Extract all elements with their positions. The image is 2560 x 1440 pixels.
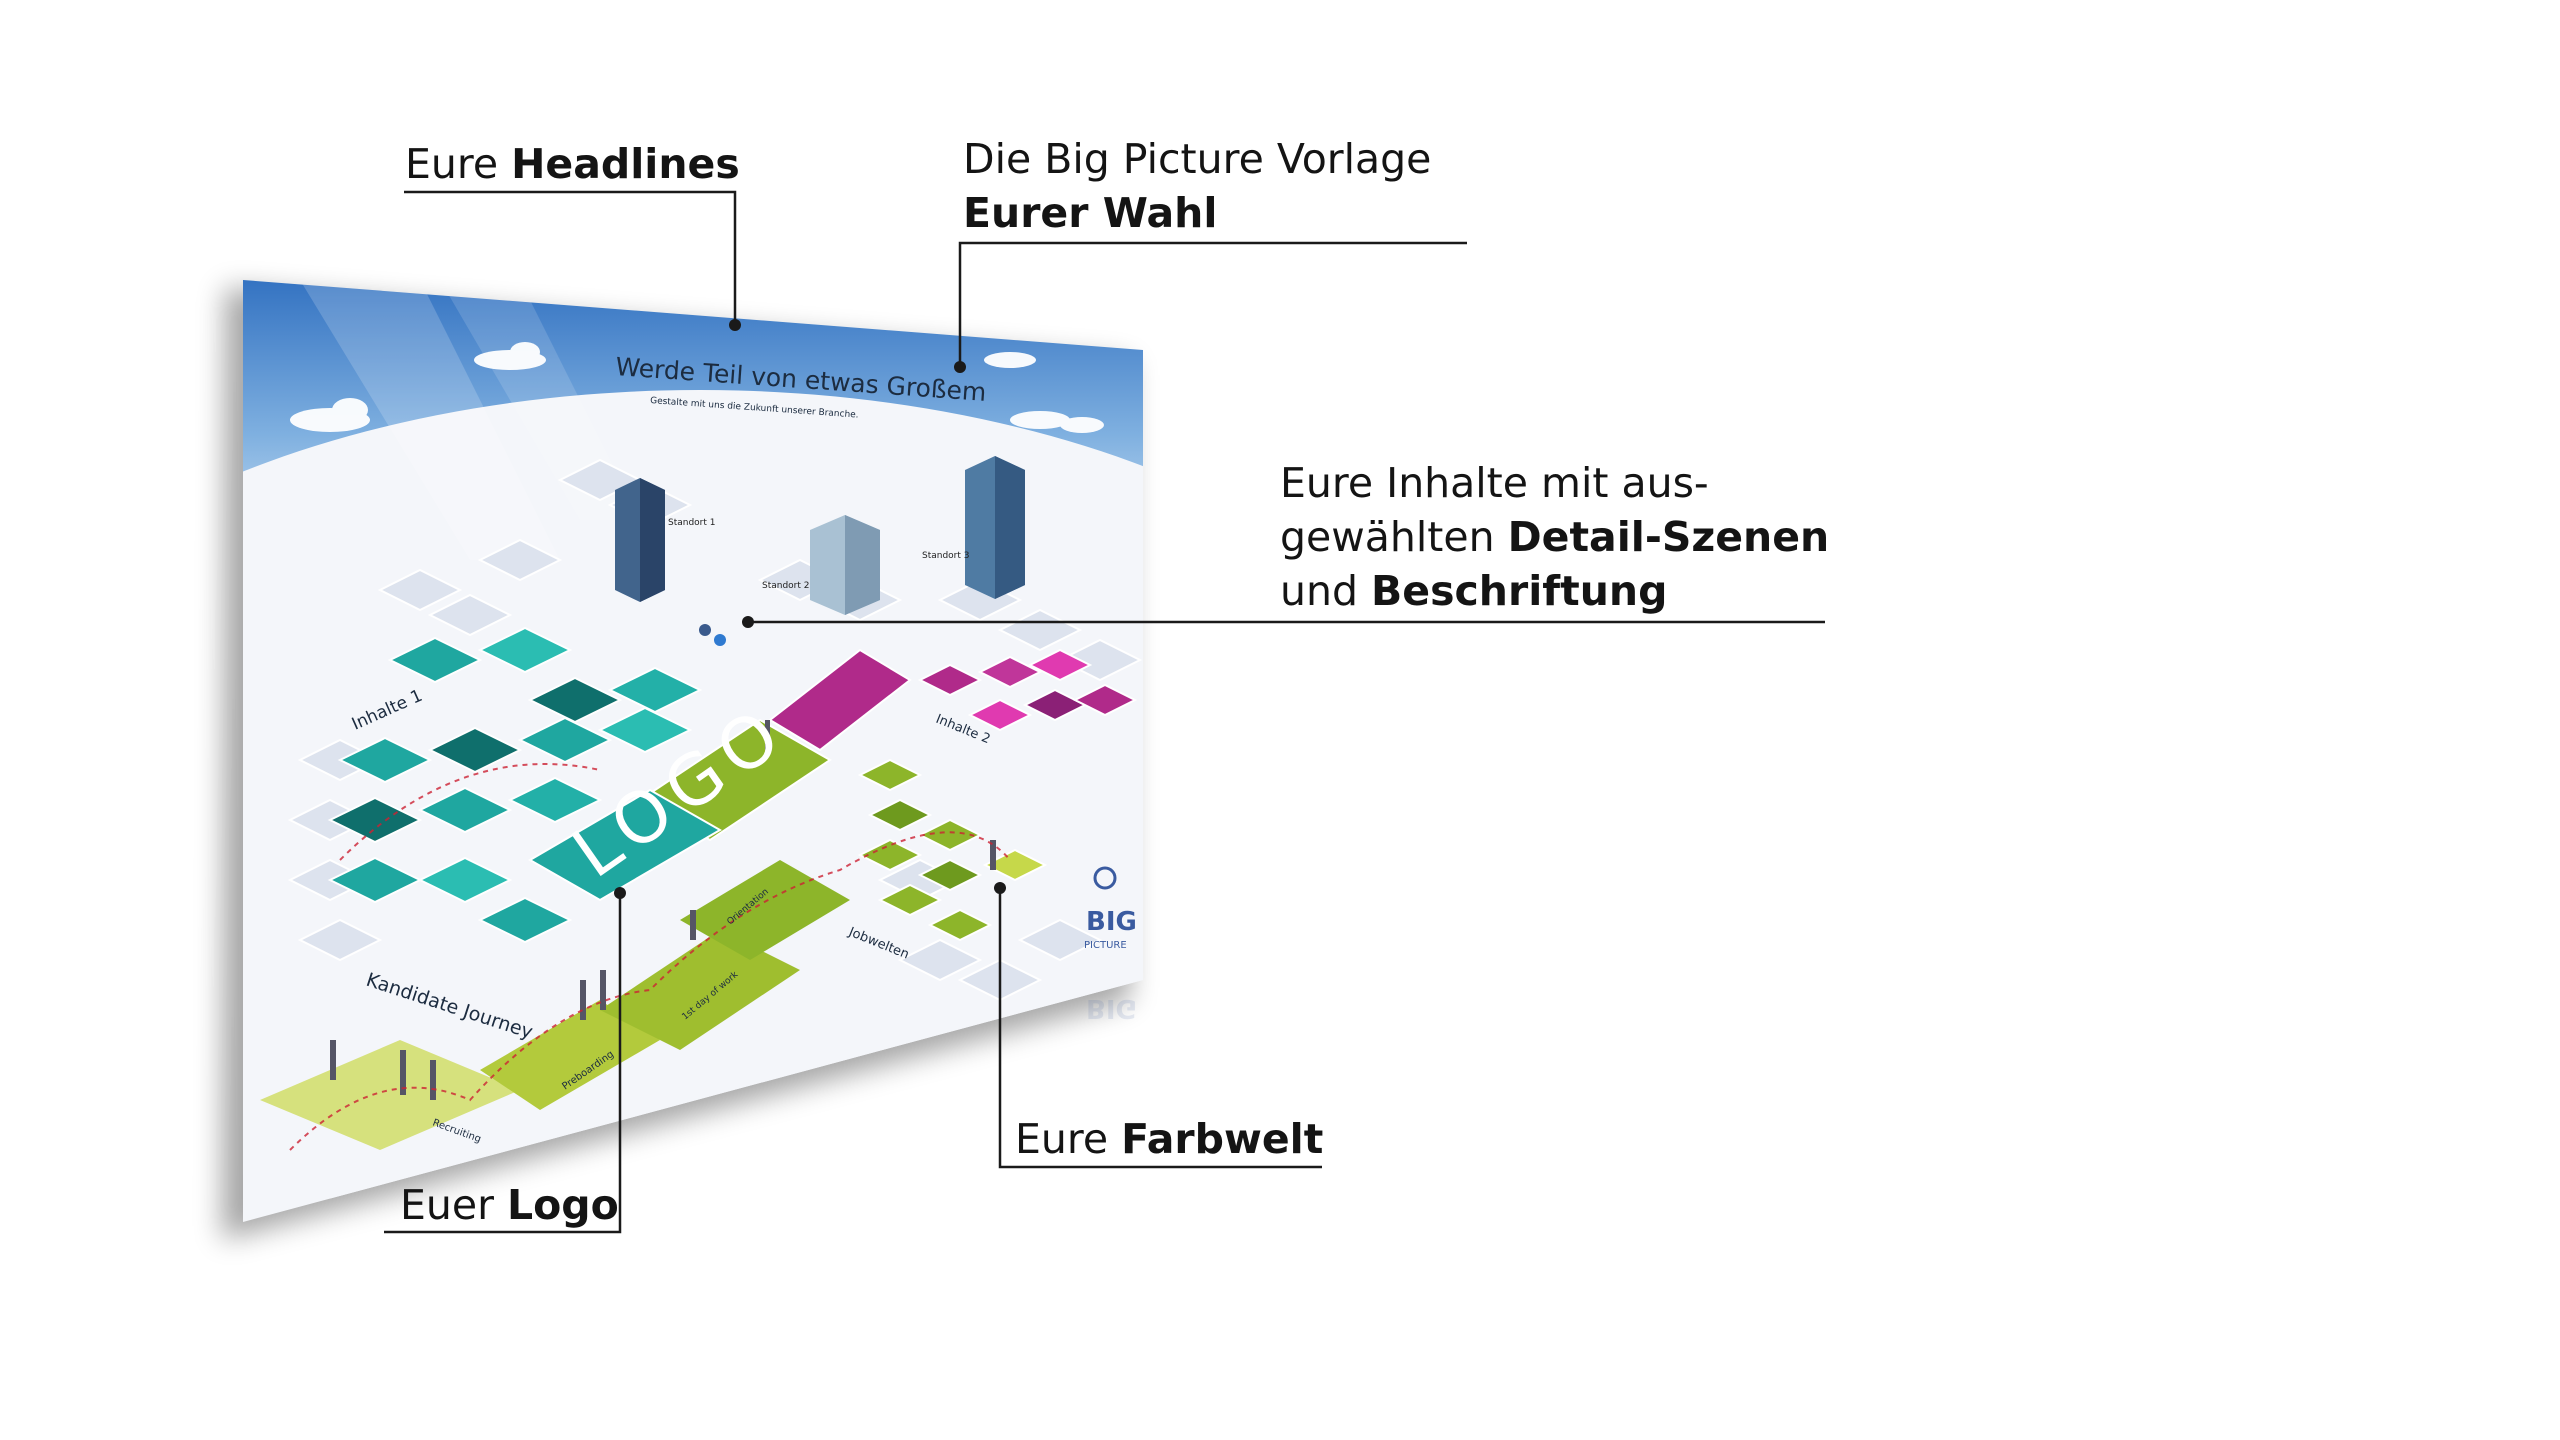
leader-dots xyxy=(614,319,1006,899)
big-picture-logo xyxy=(1093,866,1117,890)
callout-inhalte: Eure Inhalte mit aus- gewählten Detail-S… xyxy=(1280,459,1830,615)
building-icon xyxy=(615,456,1025,615)
brand-picture: PICTURE xyxy=(1084,940,1127,951)
label-standort1: Standort 1 xyxy=(668,518,716,528)
brand-big: BIG xyxy=(1086,907,1137,937)
leader-lines xyxy=(384,190,1825,1234)
callout-farbwelt: Eure Farbwelt xyxy=(1015,1115,1324,1163)
callout-headlines: Eure Headlines xyxy=(405,140,740,188)
label-standort3: Standort 3 xyxy=(922,551,970,561)
callout-vorlage: Die Big Picture Vorlage Eurer Wahl xyxy=(963,135,1432,237)
people-icon xyxy=(330,624,996,1100)
callout-logo: Euer Logo xyxy=(400,1181,619,1229)
label-standort2: Standort 2 xyxy=(762,581,810,591)
svg-text:BIG: BIG xyxy=(1086,993,1137,1023)
